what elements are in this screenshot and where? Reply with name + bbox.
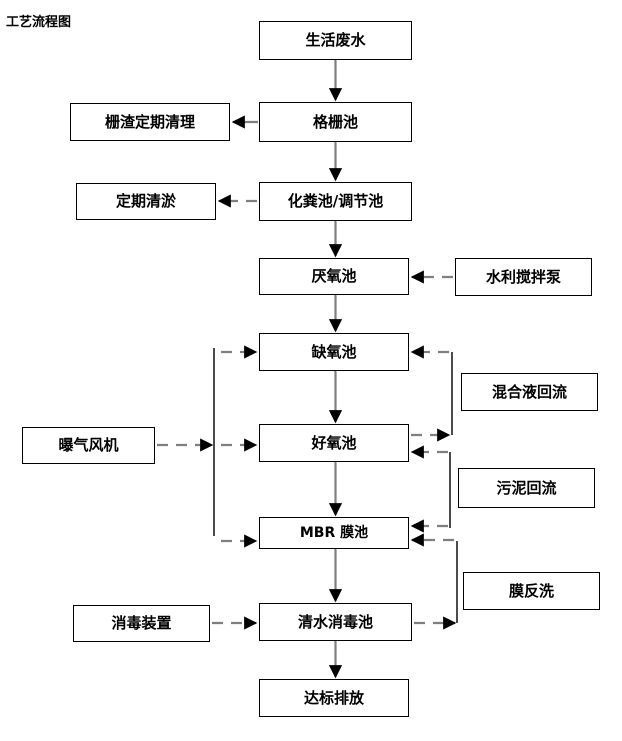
node-sludge-return[interactable]: 污泥回流 [458, 468, 595, 508]
node-clearwater-disinfection-tank[interactable]: 清水消毒池 [259, 603, 412, 641]
node-clearwater-disinfection-tank-label: 清水消毒池 [297, 612, 373, 631]
node-mbr-membrane-tank-label: MBR 膜池 [299, 525, 369, 541]
node-mixed-liquor-return-label: 混合液回流 [491, 382, 567, 401]
node-septic-regulating-tank-label: 化粪池/调节池 [287, 192, 384, 210]
node-mixed-liquor-return[interactable]: 混合液回流 [461, 373, 598, 411]
page-title: 工艺流程图 [6, 15, 72, 30]
node-periodic-desilting-label: 定期清淤 [115, 192, 176, 210]
node-hydraulic-mixing-pump[interactable]: 水利搅拌泵 [455, 258, 592, 296]
node-aerobic-tank-label: 好氧池 [311, 433, 357, 452]
node-anaerobic-tank-label: 厌氧池 [311, 267, 357, 285]
node-aeration-blower-label: 曝气风机 [58, 436, 119, 454]
node-sludge-return-label: 污泥回流 [496, 478, 557, 497]
node-compliant-discharge[interactable]: 达标排放 [259, 679, 409, 717]
node-screen-residue-cleaning[interactable]: 栅渣定期清理 [70, 103, 230, 141]
node-membrane-backwash-label: 膜反洗 [508, 581, 554, 600]
node-compliant-discharge-label: 达标排放 [303, 688, 364, 707]
node-anaerobic-tank[interactable]: 厌氧池 [259, 258, 409, 295]
node-septic-regulating-tank[interactable]: 化粪池/调节池 [259, 182, 412, 221]
node-anoxic-tank-label: 缺氧池 [311, 342, 357, 361]
node-aeration-blower[interactable]: 曝气风机 [22, 427, 155, 464]
node-screen-residue-cleaning-label: 栅渣定期清理 [104, 112, 195, 131]
node-hydraulic-mixing-pump-label: 水利搅拌泵 [485, 267, 561, 286]
node-mbr-membrane-tank[interactable]: MBR 膜池 [259, 517, 409, 549]
node-aerobic-tank[interactable]: 好氧池 [259, 424, 409, 462]
node-grit-tank[interactable]: 格栅池 [259, 102, 412, 142]
node-membrane-backwash[interactable]: 膜反洗 [463, 572, 600, 610]
node-disinfection-device[interactable]: 消毒装置 [73, 605, 210, 642]
node-grit-tank-label: 格栅池 [312, 112, 358, 131]
node-disinfection-device-label: 消毒装置 [111, 614, 172, 632]
node-influent[interactable]: 生活废水 [259, 21, 412, 60]
node-periodic-desilting[interactable]: 定期清淤 [76, 183, 216, 220]
node-influent-label: 生活废水 [305, 31, 366, 49]
node-anoxic-tank[interactable]: 缺氧池 [259, 333, 409, 371]
